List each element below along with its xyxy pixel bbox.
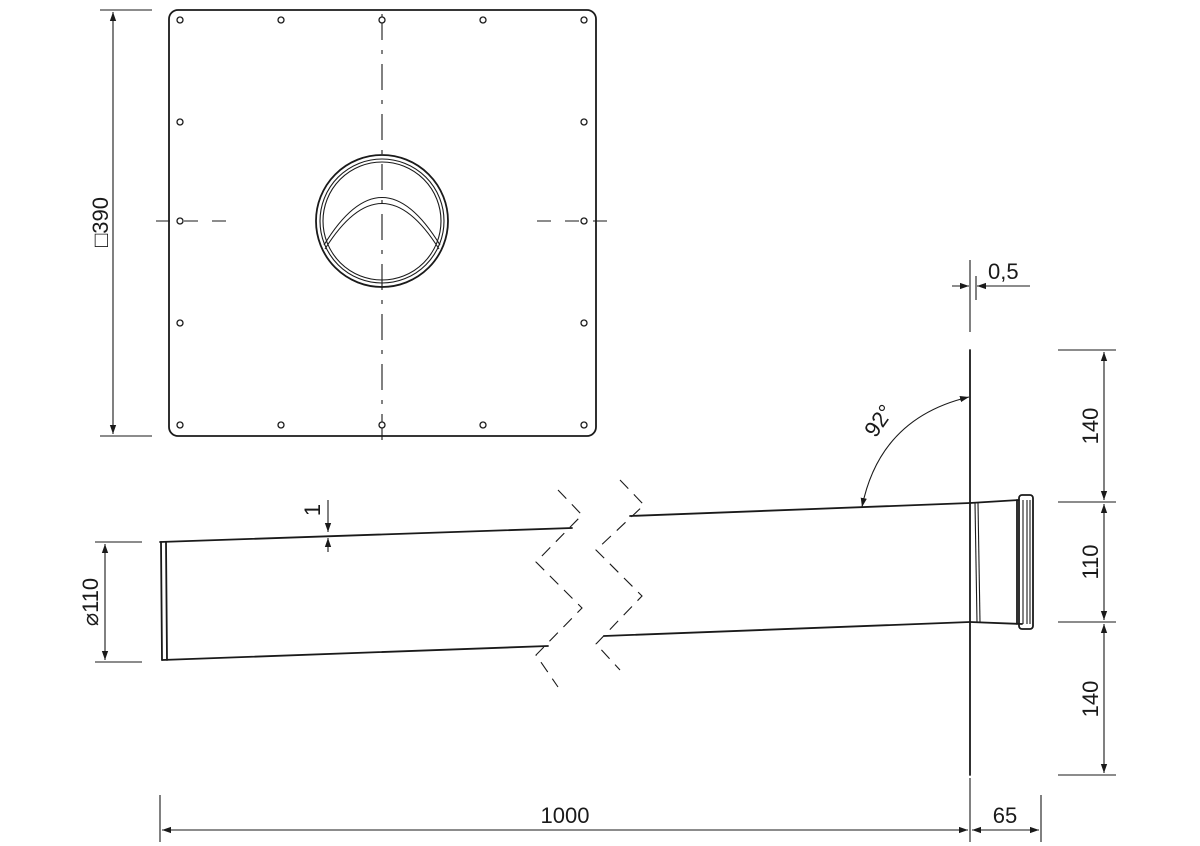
angle-label: 92° — [859, 400, 899, 442]
plate-pipe-opening — [315, 154, 449, 288]
offset-label: 0,5 — [988, 259, 1019, 284]
wall-thickness-label: 1 — [300, 504, 325, 516]
dimension-diameter: ⌀110 — [78, 541, 142, 663]
dimension-angle: 92° — [859, 396, 970, 508]
dimension-offset: 0,5 — [952, 259, 1030, 332]
dimension-lengths: 1000 65 — [159, 778, 1042, 842]
pipe-left-segment — [159, 527, 573, 661]
lower-height-label: 140 — [1078, 681, 1103, 718]
pipe-length-label: 1000 — [541, 803, 590, 828]
plate-top-view: □390 — [88, 9, 609, 440]
pipe-socket — [969, 494, 1034, 630]
pipe-side-view — [159, 349, 1034, 776]
plate-screw-holes — [176, 16, 588, 429]
dimension-heights: 140 110 140 — [1058, 349, 1116, 776]
socket-length-label: 65 — [993, 803, 1017, 828]
plate-size-label: □390 — [88, 197, 113, 247]
dimension-plate-size: □390 — [88, 9, 152, 437]
middle-height-label: 110 — [1078, 544, 1103, 579]
pipe-right-segment — [603, 502, 971, 637]
pipe-break-lines — [535, 479, 645, 688]
diameter-label: ⌀110 — [78, 578, 103, 626]
dimension-wall-thickness: 1 — [300, 500, 332, 552]
upper-height-label: 140 — [1078, 408, 1103, 445]
